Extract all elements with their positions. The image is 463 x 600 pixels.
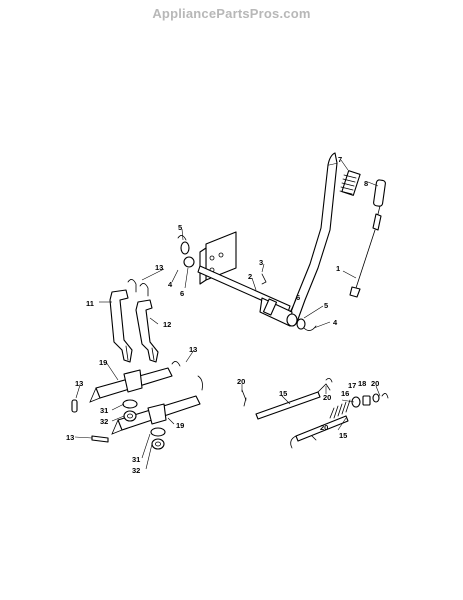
- callout-labels: 7 8 1 5 4 6 3 2 13 11 12 6 5 4 19 13 13 …: [66, 155, 379, 475]
- callout-5-upper: 5: [178, 223, 182, 232]
- callout-13-middle: 13: [189, 345, 197, 354]
- callout-16: 16: [341, 389, 349, 398]
- hairpin-middle: [171, 361, 203, 391]
- adjustment-rod-upper: [243, 383, 331, 420]
- washer-31-lower: [150, 427, 166, 437]
- callout-15-lower: 15: [339, 431, 347, 440]
- callout-12: 12: [163, 320, 171, 329]
- leader-lines: [74, 159, 381, 470]
- callout-2: 2: [248, 272, 252, 281]
- mounting-bracket: [199, 231, 237, 285]
- lever-knob: [373, 179, 386, 207]
- hanger-bracket-upper: [89, 367, 173, 403]
- lever-spring: [339, 170, 361, 196]
- pin-left-lower: [91, 435, 109, 443]
- callout-20-middle: 20: [323, 393, 331, 402]
- callout-5-lower: 5: [324, 301, 328, 310]
- callout-3: 3: [259, 258, 263, 267]
- adjustment-rod-lower: [290, 415, 349, 449]
- callout-7: 7: [338, 155, 342, 164]
- callout-13-left: 13: [75, 379, 83, 388]
- callout-13-lower: 13: [66, 433, 74, 442]
- callout-18: 18: [358, 379, 366, 388]
- callout-13-upper: 13: [155, 263, 163, 272]
- rod-spring: [329, 399, 351, 419]
- spring-hardware: [351, 393, 389, 408]
- callout-17: 17: [348, 381, 356, 390]
- clip: [261, 273, 267, 285]
- callout-6-upper: 6: [180, 289, 184, 298]
- callout-31-lower: 31: [132, 455, 140, 464]
- callout-15-upper: 15: [279, 389, 287, 398]
- lift-link-12: [135, 299, 159, 363]
- site-watermark: AppliancePartsPros.com: [152, 6, 311, 21]
- bushing-right: [286, 313, 317, 331]
- callout-8: 8: [364, 179, 368, 188]
- callout-32-lower: 32: [132, 466, 140, 475]
- callout-6-lower: 6: [296, 293, 300, 302]
- callout-32-upper: 32: [100, 417, 108, 426]
- callout-20-lower: 20: [320, 423, 328, 432]
- hairpin-upper: [127, 279, 149, 297]
- hanger-bracket-lower: [111, 395, 201, 435]
- callout-19-lower: 19: [176, 421, 184, 430]
- washer-31-upper: [122, 399, 138, 409]
- nut-32-upper: [123, 410, 137, 422]
- callout-1: 1: [336, 264, 340, 273]
- nut-32-lower: [151, 438, 165, 450]
- callout-20-left: 20: [237, 377, 245, 386]
- bushing-left: [177, 235, 195, 268]
- adjuster-rod: [349, 205, 382, 298]
- lift-shaft: [197, 265, 293, 327]
- clip-20: [241, 378, 333, 441]
- callout-19-upper: 19: [99, 358, 107, 367]
- callout-20-right: 20: [371, 379, 379, 388]
- lift-link-11: [109, 289, 133, 363]
- callout-11: 11: [86, 299, 94, 308]
- callout-4-lower: 4: [333, 318, 338, 327]
- callout-4-upper: 4: [168, 280, 173, 289]
- callout-31-upper: 31: [100, 406, 108, 415]
- pin-left-upper: [71, 399, 78, 413]
